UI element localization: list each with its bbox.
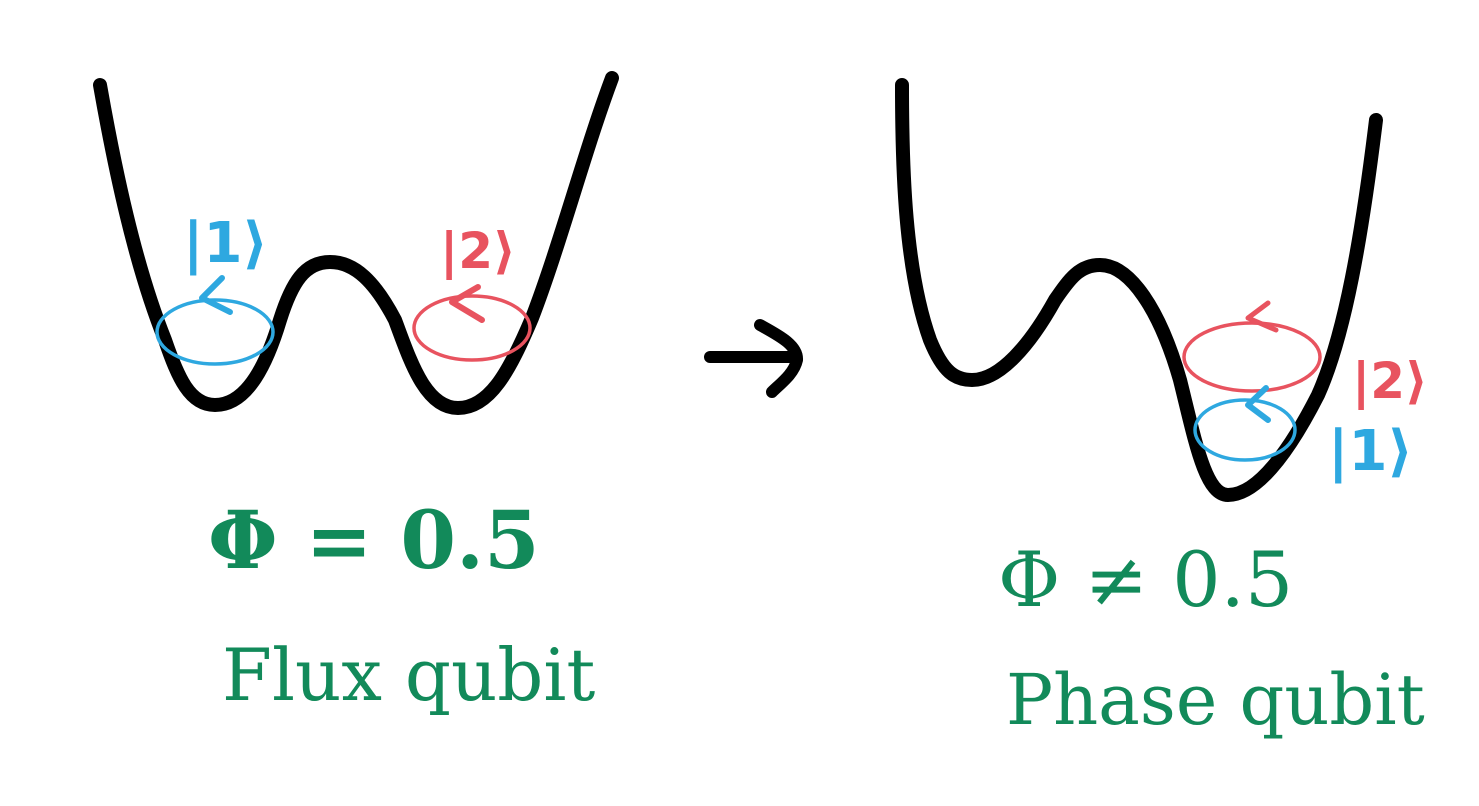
- left-qubit-label: Flux qubit: [222, 633, 595, 717]
- left-flux-label: Φ = 0.5: [208, 493, 540, 587]
- right-tilted-potential: [895, 78, 1383, 502]
- left-state-1-orbit: [155, 298, 275, 366]
- left-state-2-orbit: [412, 294, 532, 362]
- right-flux-label: Φ ≠ 0.5: [998, 535, 1293, 624]
- left-state-2-label: |2⟩: [440, 222, 516, 280]
- right-state-2-label: |2⟩: [1352, 352, 1428, 410]
- left-state-2-arrow-icon: [449, 284, 485, 323]
- left-state-1-arrow-icon: [199, 275, 233, 315]
- right-qubit-label: Phase qubit: [1006, 659, 1425, 741]
- left-double-well-potential: [93, 71, 619, 415]
- left-panel: |1⟩ |2⟩ Φ = 0.5 Flux qubit: [93, 71, 619, 717]
- left-state-1-label: |1⟩: [183, 211, 268, 276]
- right-state-1-arrow-icon: [1245, 385, 1271, 423]
- right-state-1-orbit: [1193, 398, 1297, 462]
- right-panel: |2⟩ |1⟩ Φ ≠ 0.5 Phase qubit: [895, 78, 1428, 741]
- right-state-2-orbit: [1182, 321, 1322, 393]
- right-state-2-arrow-icon: [1245, 300, 1279, 333]
- right-state-1-label: |1⟩: [1328, 419, 1413, 484]
- transition-arrow-icon: [704, 319, 803, 398]
